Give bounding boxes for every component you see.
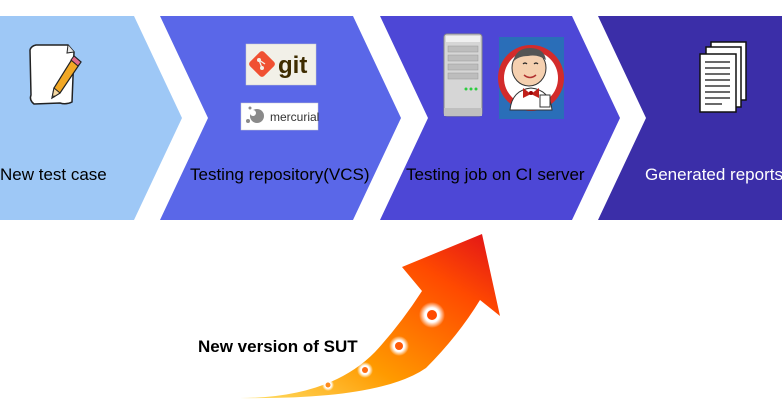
mercurial-wordmark: mercurial (270, 110, 319, 124)
server-tower-icon (443, 33, 483, 117)
stage-chevron-1 (0, 16, 182, 220)
mercurial-logo: mercurial (240, 102, 319, 131)
stage-chevron-4 (598, 16, 782, 220)
sut-arrow (240, 234, 500, 399)
git-logo: git (245, 43, 317, 86)
stage-label-new-test-case: New test case (0, 165, 107, 184)
pencil-paper-icon (29, 44, 82, 105)
stage-label-testing-job: Testing job on CI server (406, 165, 585, 184)
stage-label-testing-repository: Testing repository(VCS) (190, 165, 370, 184)
stage-label-generated-reports: Generated reports (645, 165, 782, 184)
arrow-label: New version of SUT (198, 337, 358, 356)
git-wordmark: git (278, 52, 307, 79)
jenkins-logo (498, 37, 564, 119)
documents-stack-icon (699, 41, 747, 113)
